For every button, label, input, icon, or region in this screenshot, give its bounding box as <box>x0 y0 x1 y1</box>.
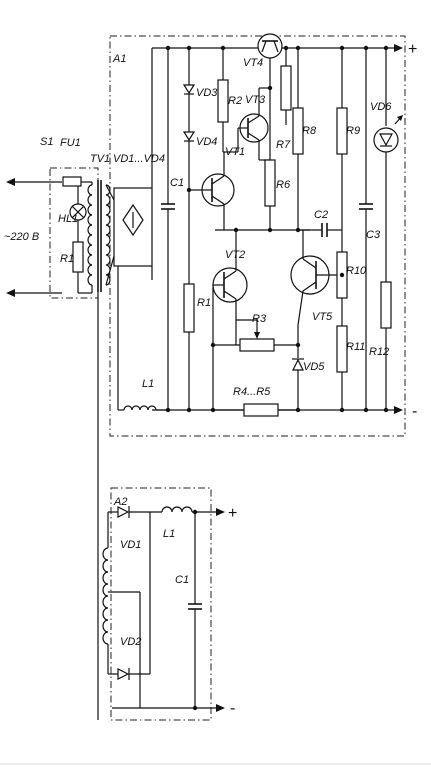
a2-winding <box>102 547 109 645</box>
resistor-r2-label: R2 <box>228 95 242 107</box>
a2-capacitor-c1: C1 <box>175 512 202 708</box>
block-a2: A2 VD1 VD2 L1 + <box>102 487 237 721</box>
resistor-r12 <box>380 281 392 329</box>
diode-vd6-led: VD6 <box>370 48 403 282</box>
resistor-r1 <box>183 283 195 333</box>
fuse-fu1 <box>62 176 82 187</box>
block-a1-label: A1 <box>112 53 126 65</box>
resistor-r6 <box>264 159 276 207</box>
transistor-vt3: VT3 <box>239 94 269 143</box>
resistor-r3-label: R3 <box>252 313 267 325</box>
capacitor-c3-label: C3 <box>366 229 381 241</box>
resistor-r8-label: R8 <box>302 125 317 137</box>
resistor-r7 <box>280 65 292 111</box>
lamp-hl1-label: HL1 <box>58 213 78 225</box>
capacitor-c1: C1 <box>161 48 184 410</box>
a2-inductor-l1: L1 <box>161 506 193 540</box>
block-a2-border <box>110 487 212 721</box>
transistor-vt2-label: VT2 <box>225 249 245 261</box>
diodes-vd3-vd4: VD3 VD4 <box>182 48 218 284</box>
a2-diode-vd2: VD2 <box>117 636 141 680</box>
fuse-fu1-label: FU1 <box>60 137 81 149</box>
junction-dots <box>165 45 389 413</box>
diode-vd5-label: VD5 <box>303 361 325 373</box>
resistor-r12-label: R12 <box>369 346 389 358</box>
resistor-r9-label: R9 <box>346 125 360 137</box>
block-a1-border <box>109 35 406 437</box>
resistor-r11-label: R11 <box>346 341 365 353</box>
resistor-r7-label: R7 <box>276 139 291 151</box>
diode-vd6-label: VD6 <box>370 101 392 113</box>
transistor-vt2: VT2 <box>212 249 248 303</box>
a2-inductor-l1-label: L1 <box>163 528 175 540</box>
output-minus: - <box>412 403 417 420</box>
resistor-r1-lamp <box>72 241 84 273</box>
diode-vd3-label: VD3 <box>196 87 218 99</box>
block-a2-label: A2 <box>113 496 127 508</box>
resistor-r6-label: R6 <box>276 179 291 191</box>
diode-vd5: VD5 <box>292 345 325 410</box>
capacitor-c1-label: C1 <box>170 177 184 189</box>
a2-diode-vd2-label: VD2 <box>120 636 141 648</box>
capacitor-c2: C2 <box>298 209 342 237</box>
a2-diode-vd1-label: VD1 <box>120 539 141 551</box>
a2-capacitor-c1-label: C1 <box>175 574 189 586</box>
block-a1: A1 ~220 В S1 FU1 HL1 R1 <box>4 33 417 437</box>
transistor-vt1-label: VT1 <box>225 146 245 158</box>
output-plus: + <box>408 41 417 58</box>
mains-input: ~220 В <box>4 178 62 297</box>
transistor-vt4: VT4 <box>243 33 283 69</box>
resistor-r1-label: R1 <box>197 297 211 309</box>
inductor-l1: L1 <box>118 378 168 411</box>
capacitor-c2-label: C2 <box>314 209 328 221</box>
a2-output-plus: + <box>228 505 237 522</box>
inductor-l1-label: L1 <box>142 378 154 390</box>
resistor-r4-r5 <box>243 403 279 417</box>
transistor-vt3-label: VT3 <box>245 94 266 106</box>
resistor-r4-r5-label: R4...R5 <box>233 386 271 398</box>
transistor-vt5: VT5 <box>290 255 342 323</box>
resistor-r2 <box>217 79 229 123</box>
a2-diode-vd1: VD1 <box>117 506 141 551</box>
transformer-tv1-label: TV1 <box>90 153 110 165</box>
transistor-vt5-label: VT5 <box>312 311 333 323</box>
a2-output-minus: - <box>230 700 235 717</box>
mains-voltage-label: ~220 В <box>4 231 39 243</box>
switch-s1 <box>49 167 99 299</box>
resistor-r3 <box>239 338 275 352</box>
capacitor-c3: C3 <box>359 48 381 410</box>
switch-s1-label: S1 <box>40 136 53 148</box>
resistor-r1-lamp-label: R1 <box>60 253 74 265</box>
rectifier-bridge: VD1...VD4 <box>113 153 165 267</box>
transistor-vt1: VT1 <box>197 146 245 207</box>
transformer-tv1: TV1 <box>87 153 111 292</box>
rectifier-bridge-label: VD1...VD4 <box>113 153 165 165</box>
diode-vd4-label: VD4 <box>196 136 217 148</box>
transistor-vt4-label: VT4 <box>243 57 263 69</box>
resistor-r10-label: R10 <box>346 265 367 277</box>
